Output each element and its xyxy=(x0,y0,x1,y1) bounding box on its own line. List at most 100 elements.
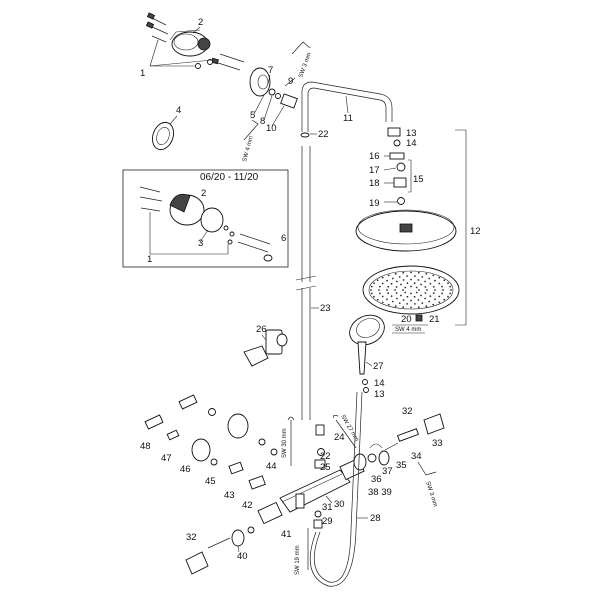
check-valve xyxy=(228,461,244,475)
nozzle-dot xyxy=(410,299,412,302)
nozzle-dot xyxy=(376,298,379,301)
allen-key-icon xyxy=(417,461,437,476)
rosette xyxy=(227,413,249,439)
label-30: 30 xyxy=(334,499,345,510)
label-48: 48 xyxy=(140,441,151,452)
nozzle-dot xyxy=(410,292,412,295)
inset-date-range: 06/20 - 11/20 xyxy=(200,172,259,183)
break-mark xyxy=(295,275,317,291)
nozzle-dot xyxy=(424,292,427,294)
nozzle-dot xyxy=(432,292,435,295)
ball xyxy=(396,162,406,172)
screw-head xyxy=(146,12,156,20)
nozzle-dot xyxy=(402,279,405,281)
wall-connection-group: 48 47 46 45 44 43 42 xyxy=(140,394,278,511)
nozzle-dot xyxy=(398,276,401,278)
nozzle-dot xyxy=(387,303,390,306)
nozzle-dot xyxy=(414,303,416,305)
hand-shower-head xyxy=(349,314,385,346)
shower-hose xyxy=(309,391,363,587)
nozzle-dot xyxy=(438,276,441,279)
inset-label-1: 1 xyxy=(147,254,152,265)
label-27: 27 xyxy=(373,361,384,372)
bracket-15 xyxy=(408,159,412,193)
washer xyxy=(227,239,233,245)
riser-group: 11 22 23 xyxy=(295,81,393,420)
allen-key-icon xyxy=(243,119,259,141)
screw-head xyxy=(145,21,155,29)
nozzle-dot xyxy=(396,280,398,283)
nozzle-dot xyxy=(417,279,420,281)
label-34: 34 xyxy=(411,451,422,462)
label-19: 19 xyxy=(369,198,380,209)
nozzle-dot xyxy=(417,299,420,301)
label-12: 12 xyxy=(470,226,481,237)
ball-joint xyxy=(389,152,405,160)
nozzle-dot xyxy=(438,295,441,298)
label-13: 13 xyxy=(406,128,417,139)
plate-hub xyxy=(197,37,211,51)
label-29: 29 xyxy=(322,516,333,527)
nozzle-dot xyxy=(394,289,396,291)
nozzle-dot xyxy=(415,291,418,294)
spring xyxy=(384,442,399,451)
washer xyxy=(207,59,213,65)
label-32: 32 xyxy=(402,406,413,417)
washer xyxy=(247,526,255,534)
label-35: 35 xyxy=(396,460,407,471)
nozzle-dot xyxy=(379,285,381,288)
label-14: 14 xyxy=(406,138,417,149)
nozzle-dot xyxy=(381,282,384,285)
nozzle-dot xyxy=(434,289,436,291)
rosette xyxy=(231,529,245,547)
label-4: 4 xyxy=(176,105,181,116)
o-ring xyxy=(275,93,281,99)
label-33: 33 xyxy=(432,438,443,449)
nozzle-dot xyxy=(414,275,416,277)
tool-sw3-right: SW 3 mm xyxy=(424,481,438,508)
body-outlet xyxy=(295,493,305,509)
screw xyxy=(219,53,245,63)
label-20: 20 xyxy=(401,314,412,325)
holder-knob xyxy=(276,333,288,347)
hand-shower-handle xyxy=(357,341,367,375)
nozzle-dot xyxy=(404,286,407,289)
nozzle-dot xyxy=(441,292,443,295)
label-28: 28 xyxy=(370,513,381,524)
nozzle-dot xyxy=(432,274,435,277)
nozzle-dot xyxy=(447,282,449,285)
nozzle-dot xyxy=(402,271,405,274)
body-edge xyxy=(281,473,343,503)
leader-line xyxy=(365,361,373,367)
nozzle-dot xyxy=(418,289,420,291)
part-4-bracket: 4 xyxy=(152,105,181,151)
bracket-inner xyxy=(156,126,170,146)
bracket-12 xyxy=(455,129,467,326)
nozzle-dot xyxy=(428,300,431,303)
inset-label-2: 2 xyxy=(201,188,206,199)
nut xyxy=(166,429,180,441)
rosette xyxy=(191,438,211,462)
s-union xyxy=(144,414,164,430)
screw xyxy=(139,186,161,193)
label-14b: 14 xyxy=(374,378,385,389)
screw xyxy=(415,314,423,322)
nozzle-dot xyxy=(432,285,435,288)
label-44: 44 xyxy=(266,461,277,472)
nozzle-dot xyxy=(425,272,428,275)
adapter xyxy=(387,127,401,137)
label-21: 21 xyxy=(429,314,440,325)
label-36: 36 xyxy=(371,474,382,485)
washer xyxy=(367,453,377,463)
washer xyxy=(397,197,405,205)
screw xyxy=(139,196,163,202)
nozzle-dot xyxy=(373,282,375,285)
overhead-arm xyxy=(301,81,393,132)
nozzle-dot xyxy=(410,306,412,309)
screw xyxy=(237,241,269,253)
nozzle-dot xyxy=(441,285,443,288)
label-31: 31 xyxy=(322,502,333,513)
nozzle-dot xyxy=(413,295,416,298)
nozzle-dot xyxy=(396,297,398,300)
shower-head-hub xyxy=(399,223,413,233)
